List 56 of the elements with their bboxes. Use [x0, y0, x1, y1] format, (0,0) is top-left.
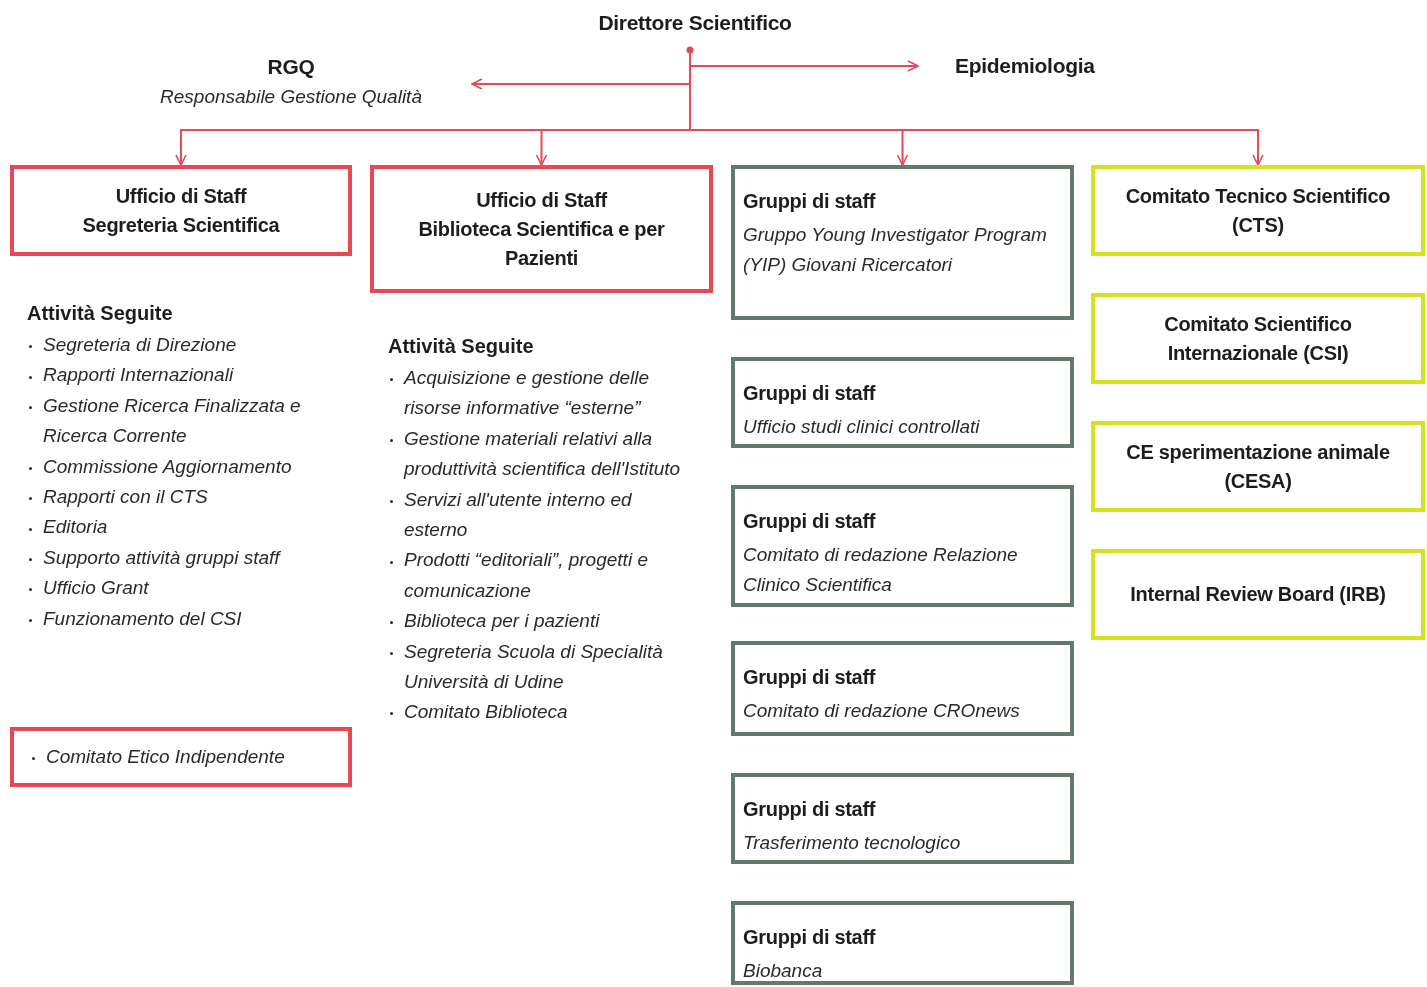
box-heading: Gruppi di staff	[743, 797, 877, 822]
box-heading: Gruppi di staff	[743, 509, 877, 534]
box-title: Biblioteca Scientifica e per Pazienti	[417, 216, 666, 271]
title-text: Direttore Scientifico	[598, 10, 792, 36]
list-item: Prodotti “editoriali”, progetti e comunicazione	[388, 545, 698, 607]
staff-group-box	[731, 641, 1074, 736]
list-item: Commissione Aggiornamento	[27, 451, 357, 482]
box-heading: Gruppi di staff	[743, 665, 877, 690]
list-item: Funzionamento del CSI	[27, 603, 357, 634]
box-title: Segreteria Scientifica	[82, 212, 280, 238]
list-item: Editoria	[27, 512, 357, 543]
unit-name: Epidemiologia	[955, 52, 1096, 79]
staff-group-box	[731, 485, 1074, 607]
unit-box	[1091, 549, 1425, 640]
box-heading: Gruppi di staff	[743, 925, 877, 950]
box-heading: Gruppi di staff	[743, 381, 877, 406]
list-item: Segreteria Scuola di Specialità Università di Udine	[388, 636, 698, 698]
unit-box	[1091, 421, 1425, 512]
box-title: CE sperimentazione animale (CESA)	[1125, 439, 1391, 494]
box-description: Biobanca	[743, 959, 824, 983]
box-description: Gruppo Young Investigator Program (YIP) Giovani Ricercatori	[743, 223, 1048, 278]
staff-group-box	[731, 773, 1074, 864]
box-description: Comitato di redazione CROnews	[743, 699, 1021, 723]
list-heading: Attività Seguite	[388, 334, 535, 359]
box-heading: Gruppi di staff	[743, 189, 877, 214]
box-title: Comitato Scientifico Internazionale (CSI)	[1163, 311, 1353, 366]
list-item: Supporto attività gruppi staff	[27, 542, 357, 574]
list-item: Rapporti Internazionali	[27, 360, 357, 391]
unit-box	[370, 165, 713, 293]
list-item: Segreteria di Direzione	[27, 330, 357, 361]
box-title: Ufficio di Staff	[115, 183, 247, 209]
unit-box	[10, 165, 352, 256]
staff-group-box	[731, 357, 1074, 448]
list-item: Biblioteca per i pazienti	[388, 606, 698, 637]
list-item: Rapporti con il CTS	[27, 481, 357, 513]
box-description: Trasferimento tecnologico	[743, 831, 962, 855]
list-item: Comitato Etico Indipendente	[30, 741, 336, 773]
box-title: Ufficio di Staff	[476, 187, 607, 213]
unit-box	[1091, 293, 1425, 384]
staff-group-box	[731, 901, 1074, 985]
list-item: Acquisizione e gestione delle risorse informative “esterne”	[388, 363, 698, 424]
unit-description: Responsabile Gestione Qualità	[160, 85, 422, 110]
box-description: Comitato di redazione Relazione Clinico Scientifica	[743, 543, 1019, 598]
unit-name: RGQ	[267, 54, 315, 80]
staff-group-box	[731, 165, 1074, 320]
box-title: Internal Review Board (IRB)	[1130, 582, 1386, 607]
box-title: Comitato Tecnico Scientifico (CTS)	[1124, 183, 1392, 238]
list-item: Servizi all'utente interno ed esterno	[388, 484, 698, 546]
list-item: Ufficio Grant	[27, 573, 357, 604]
list-heading: Attività Seguite	[27, 301, 174, 326]
list-item: Gestione materiali relativi alla produttività scientifica dell'Istituto	[388, 423, 698, 485]
box-description: Ufficio studi clinici controllati	[743, 415, 981, 439]
unit-box	[1091, 165, 1425, 256]
unit-box	[10, 727, 352, 787]
list-item: Comitato Biblioteca	[388, 697, 698, 728]
list-item: Gestione Ricerca Finalizzata e Ricerca Corrente	[27, 390, 357, 452]
